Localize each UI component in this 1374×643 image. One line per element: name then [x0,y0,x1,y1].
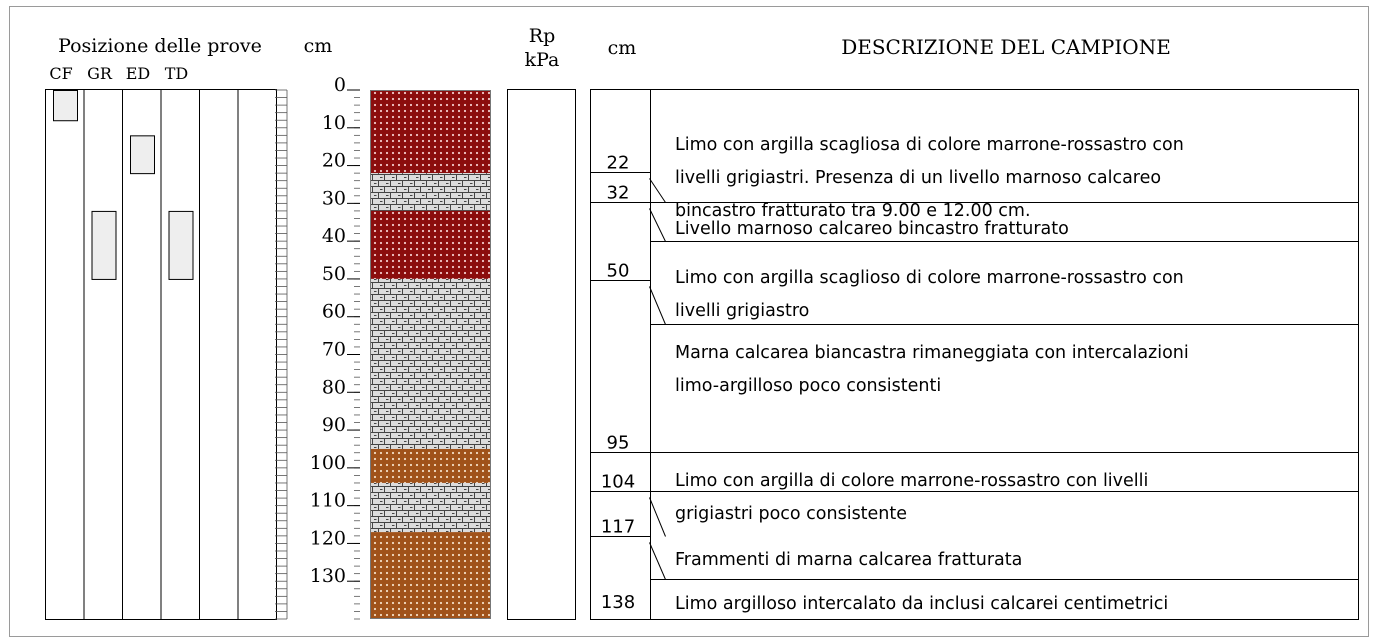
lithology-layer [370,482,491,533]
test-column-blank-4 [199,89,239,620]
depth-connector [649,542,666,580]
rp-unit-label: kPa [525,49,560,71]
test-code-td: TD [165,64,189,83]
lithology-layer [370,90,491,174]
depth-tick-label: 30 [322,187,346,209]
depth-tick-label: 50 [322,263,346,285]
description-table: 22 Limo con argilla scagliosa di colore m… [590,89,1359,620]
depth-value: 22 [607,153,630,174]
description-title: DESCRIZIONE DEL CAMPIONE [841,35,1171,59]
depth-unit-label: cm [304,35,333,57]
tests-title: Posizione delle prove [58,35,262,57]
test-code-ed: ED [126,64,151,83]
description-line: Frammenti di marna calcarea fratturata [675,550,1022,570]
description-line: livelli grigiastro [675,301,809,321]
description-line: grigiastri poco consistente [675,504,907,524]
depth-value: 50 [607,261,630,282]
lithology-layer [370,278,491,449]
depth-tick-label: 80 [322,376,346,398]
depth-value: 104 [601,472,635,493]
lithology-column [370,90,491,619]
test-sample-box [91,210,117,280]
test-code-cf: CF [49,64,72,83]
lithology-border [370,90,491,619]
description-line: Livello marnoso calcareo bincastro fratt… [675,219,1069,239]
depth-tick-label: 130 [310,565,346,587]
description-line: Limo con argilla scaglioso di colore mar… [675,268,1184,288]
description-line: Marna calcarea biancastra rimaneggiata c… [675,343,1189,363]
depth-connector [649,178,666,203]
description-line: bincastro fratturato tra 9.00 e 12.00 cm… [675,201,1031,221]
depth-scale: 0 10 20 30 40 50 60 70 80 90 100 110 120 130 [275,74,360,620]
depth-tick-label: 70 [322,339,346,361]
test-column-gr [83,89,123,620]
depth-value: 32 [607,183,630,204]
depth-value: 95 [607,433,630,454]
depth-tick-label: 110 [310,490,346,512]
depth-tick-label: 10 [322,112,346,134]
test-sample-box [130,135,155,175]
rp-label: Rp [529,25,555,47]
description-line: limo-argilloso poco consistenti [675,376,941,396]
depth-tick-label: 40 [322,225,346,247]
depth-tick-label: 20 [322,150,346,172]
description-line: Limo con argilla scagliosa di colore mar… [675,135,1184,155]
test-column-cf [45,89,85,620]
test-column-blank-5 [237,89,277,620]
test-sample-box [168,210,194,280]
depth-tick-label: 60 [322,301,346,323]
test-sample-box [53,90,78,122]
depth-connector [649,208,666,242]
test-column-td [160,89,200,620]
lithology-layer [370,210,491,279]
test-column-ed [122,89,162,620]
rp-column [507,89,576,620]
description-unit-label: cm [608,37,637,59]
test-code-gr: GR [87,64,113,83]
description-line: livelli grigiastri. Presenza di un livel… [675,168,1161,188]
depth-value: 138 [601,592,635,613]
depth-tick-label: 90 [322,414,346,436]
lithology-layer [370,448,491,483]
depth-value: 117 [601,517,635,538]
test-codes: CF GR ED TD [49,64,188,83]
lithology-layer [370,173,491,211]
depth-tick-label: 0 [334,74,346,96]
description-line: Limo con argilla di colore marrone-rossa… [675,471,1148,491]
depth-tick-label: 100 [310,452,346,474]
depth-connector [649,286,666,325]
depth-tick-label: 120 [310,527,346,549]
description-line: Limo argilloso intercalato da inclusi ca… [675,594,1168,614]
tests-table [45,89,277,620]
lithology-layer [370,532,491,619]
description-frame [590,89,1359,620]
depth-connector [649,497,666,537]
